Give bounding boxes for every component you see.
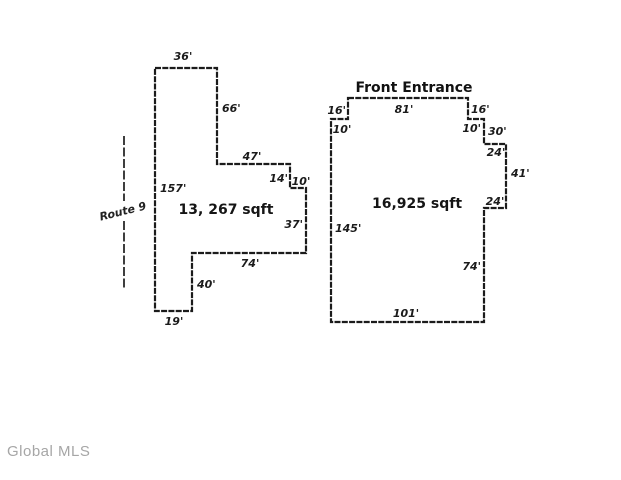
dim-right-145ft: 145': [335, 222, 361, 235]
dim-right-16ft-right: 16': [471, 103, 490, 116]
front-entrance-label: Front Entrance: [355, 80, 472, 96]
dim-left-37ft: 37': [284, 218, 303, 231]
dim-left-14ft: 14': [269, 172, 288, 185]
global-mls-watermark: Global MLS: [7, 443, 91, 460]
dim-left-74ft: 74': [241, 257, 260, 270]
dim-right-10ft-left: 10': [333, 123, 352, 136]
dim-right-74ft: 74': [462, 260, 481, 273]
dim-right-81ft: 81': [395, 103, 414, 116]
dim-right-24ft-lower: 24': [486, 195, 505, 208]
dim-left-10ft: 10': [292, 175, 311, 188]
dim-right-24ft-upper: 24': [487, 146, 506, 159]
dim-right-10ft-right: 10': [462, 122, 481, 135]
dim-right-101ft: 101': [393, 307, 419, 320]
dim-left-157ft: 157': [160, 182, 186, 195]
dim-left-40ft: 40': [196, 278, 216, 291]
dim-right-16ft-left: 16': [327, 104, 346, 117]
dim-left-66ft: 66': [222, 102, 241, 115]
dim-left-19ft: 19': [165, 315, 184, 328]
right-building-area-label: 16,925 sqft: [372, 196, 462, 212]
right-building-outline: [329, 96, 508, 324]
dim-right-41ft: 41': [510, 167, 530, 180]
dim-left-top-36ft: 36': [174, 50, 193, 63]
left-building-outline: [153, 66, 308, 313]
route9-label: Route 9: [98, 199, 148, 223]
left-building-area-label: 13, 267 sqft: [179, 202, 274, 218]
dim-right-30ft: 30': [488, 125, 507, 138]
dim-left-47ft: 47': [242, 150, 262, 163]
